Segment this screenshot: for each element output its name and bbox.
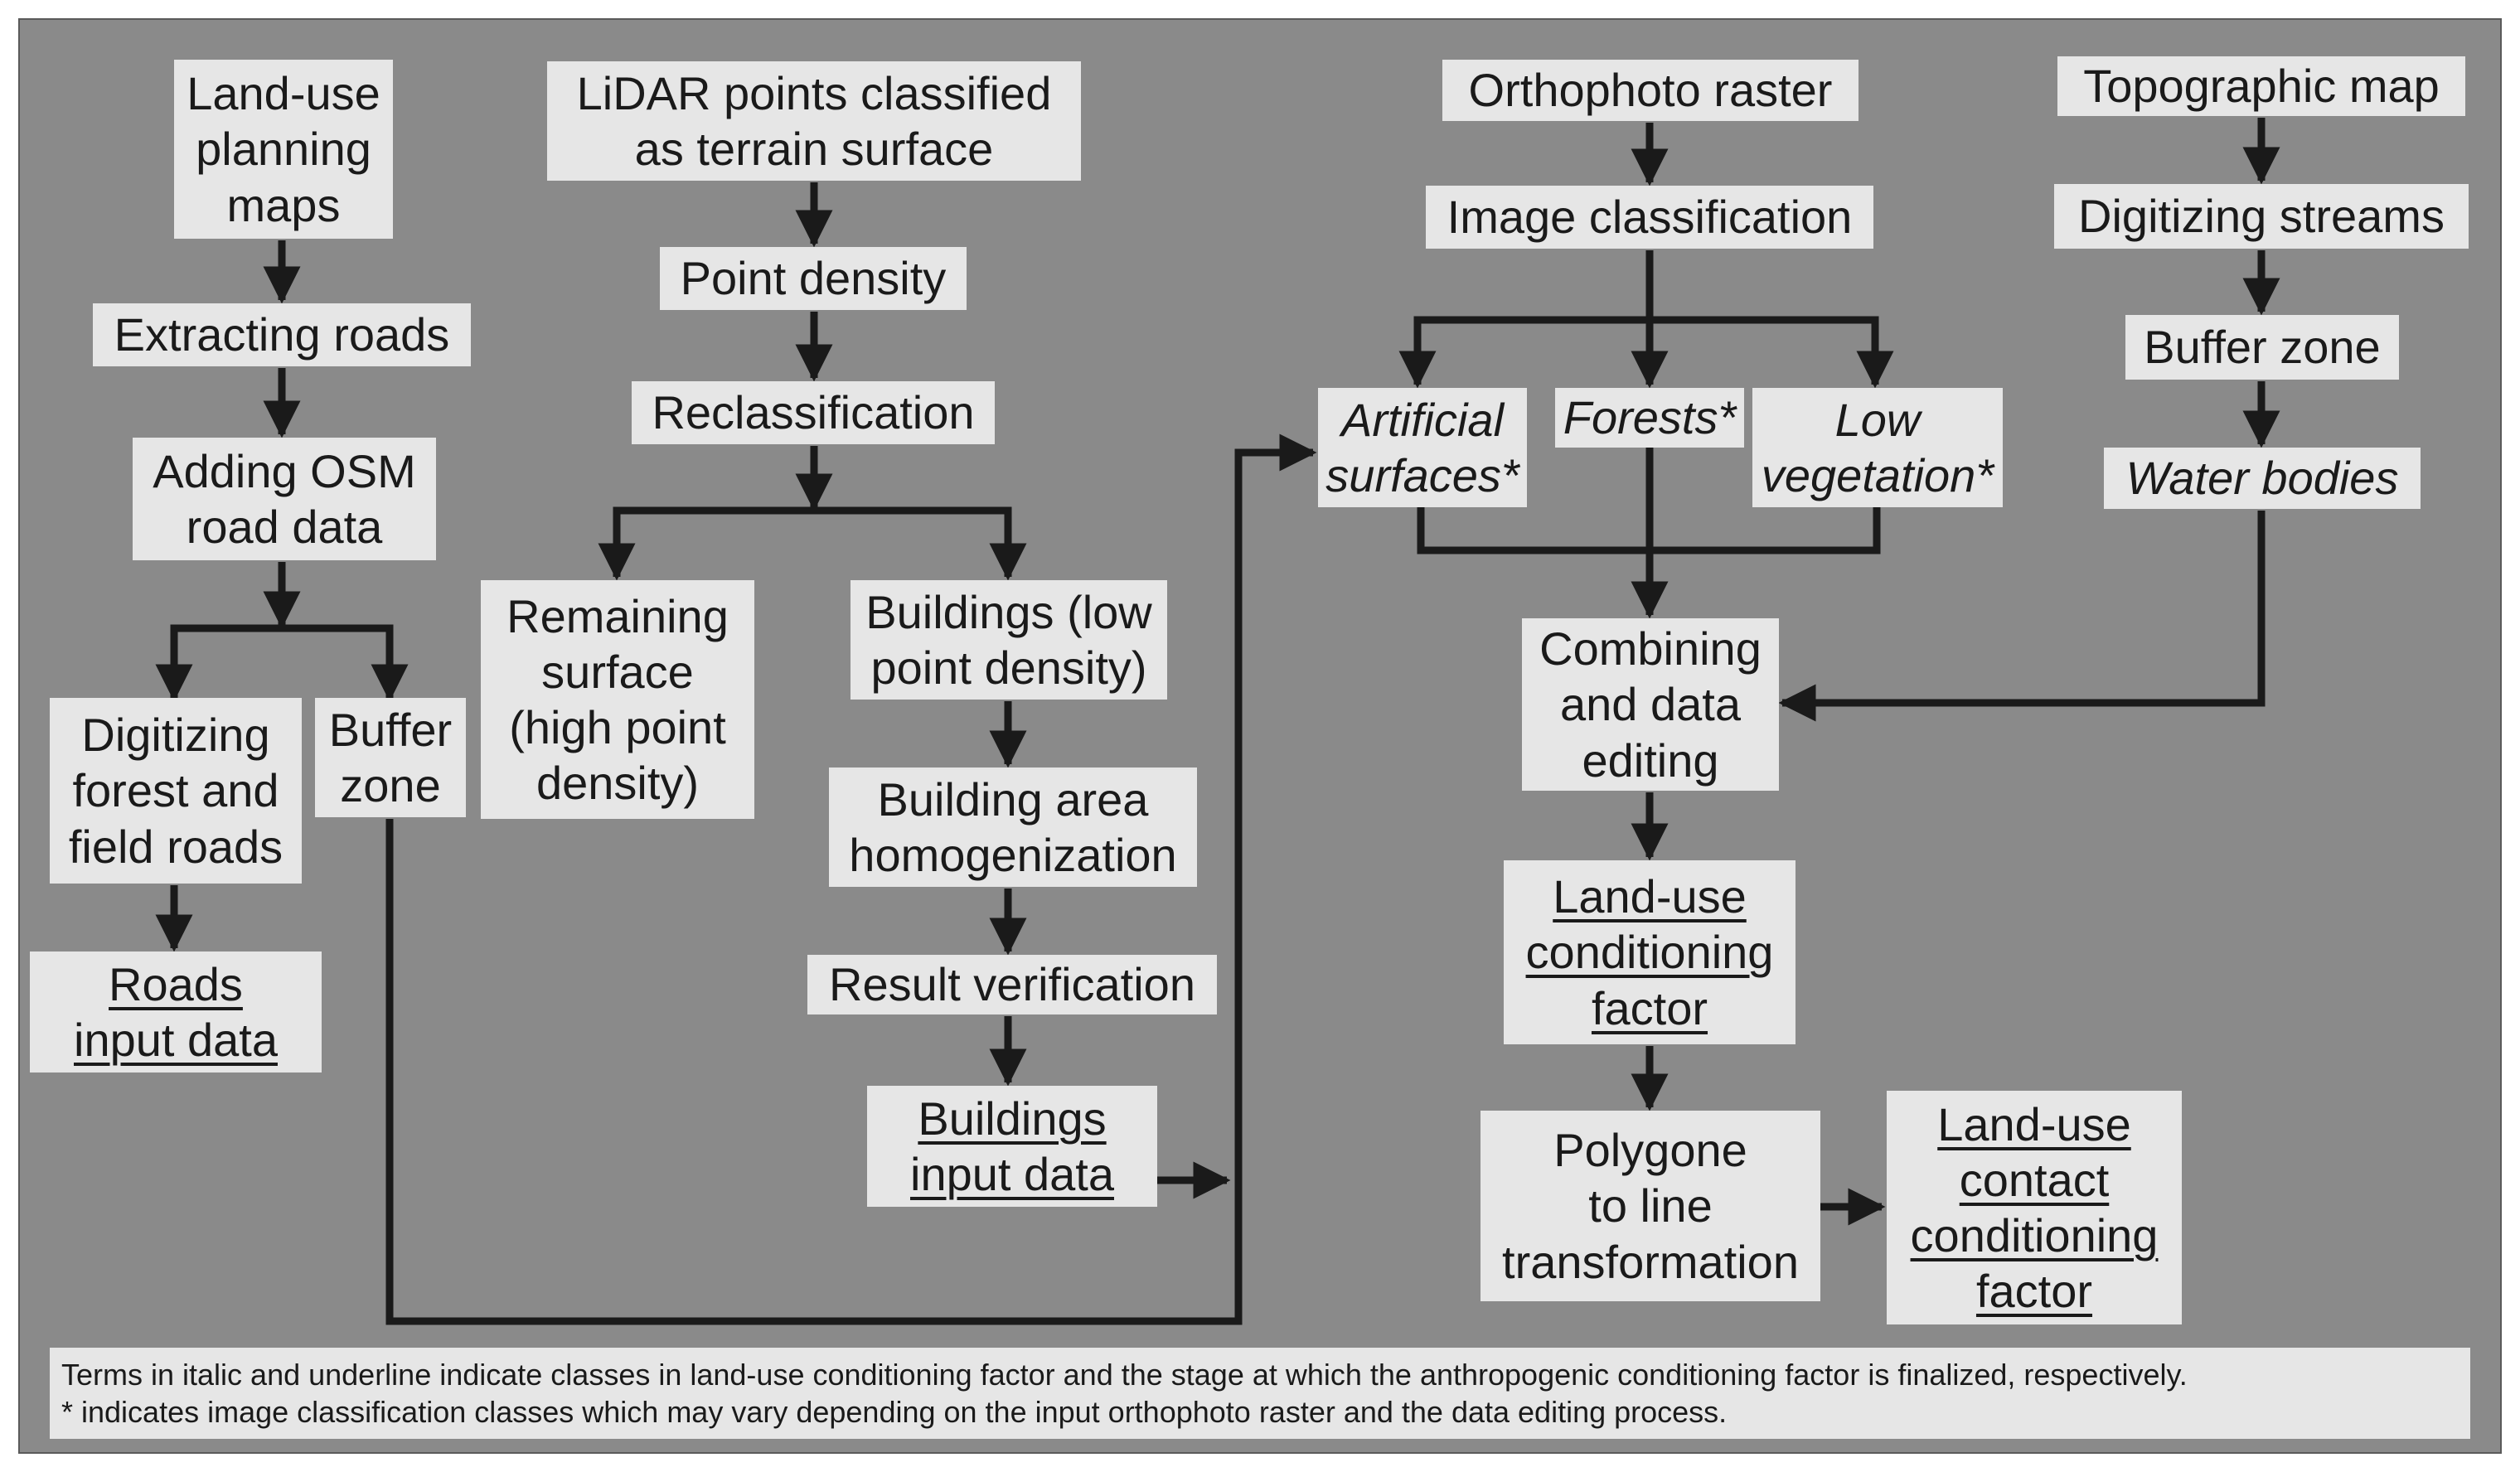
footnote-line-2: * indicates image classification classes… [61,1395,1728,1429]
remaining-surface-box: Remaining surface (high point density) [481,580,754,819]
footnote: Terms in italic and underline indicate c… [50,1348,2470,1439]
connector-reclass-branch [598,506,1027,581]
buildings-low-density-box: Buildings (low point density) [850,580,1167,700]
artificial-surfaces-box: Artificial surfaces* [1318,388,1527,507]
digitizing-streams-box: Digitizing streams [2054,184,2469,249]
roads-input-data-box: Roads input data [30,951,322,1073]
lidar-points-box: LiDAR points classified as terrain surfa… [547,61,1081,181]
buildings-input-data-box: Buildings input data [867,1086,1157,1207]
low-vegetation-box: Low vegetation* [1752,388,2003,507]
water-bodies-box: Water bodies [2104,448,2421,509]
forests-box: Forests* [1555,388,1744,448]
land-use-conditioning-factor-box: Land-use conditioning factor [1504,860,1796,1044]
orthophoto-raster-box: Orthophoto raster [1442,60,1858,121]
footnote-line-1: Terms in italic and underline indicate c… [61,1358,2188,1392]
buffer-zone-box: Buffer zone [315,698,466,817]
land-use-planning-maps-box: Land-use planning maps [174,60,393,239]
extracting-roads-box: Extracting roads [93,303,471,366]
building-area-homogenization-box: Building area homogenization [829,767,1197,887]
connector-buffer-to-artificial [385,433,1317,1325]
image-classification-box: Image classification [1426,186,1873,249]
combining-data-editing-box: Combining and data editing [1522,618,1779,791]
polygon-to-line-box: Polygone to line transformation [1480,1111,1820,1301]
topographic-map-box: Topographic map [2057,56,2465,116]
digitizing-forest-roads-box: Digitizing forest and field roads [50,698,302,884]
connector-osm-branch [155,624,409,702]
buffer-zone-streams-box: Buffer zone [2125,315,2399,380]
land-use-contact-conditioning-factor-box: Land-use contact conditioning factor [1887,1091,2182,1324]
reclassification-box: Reclassification [632,381,995,444]
result-verification-box: Result verification [807,955,1217,1014]
adding-osm-box: Adding OSM road data [133,438,436,560]
point-density-box: Point density [660,247,967,310]
connector-water-to-combining [1778,511,2266,722]
